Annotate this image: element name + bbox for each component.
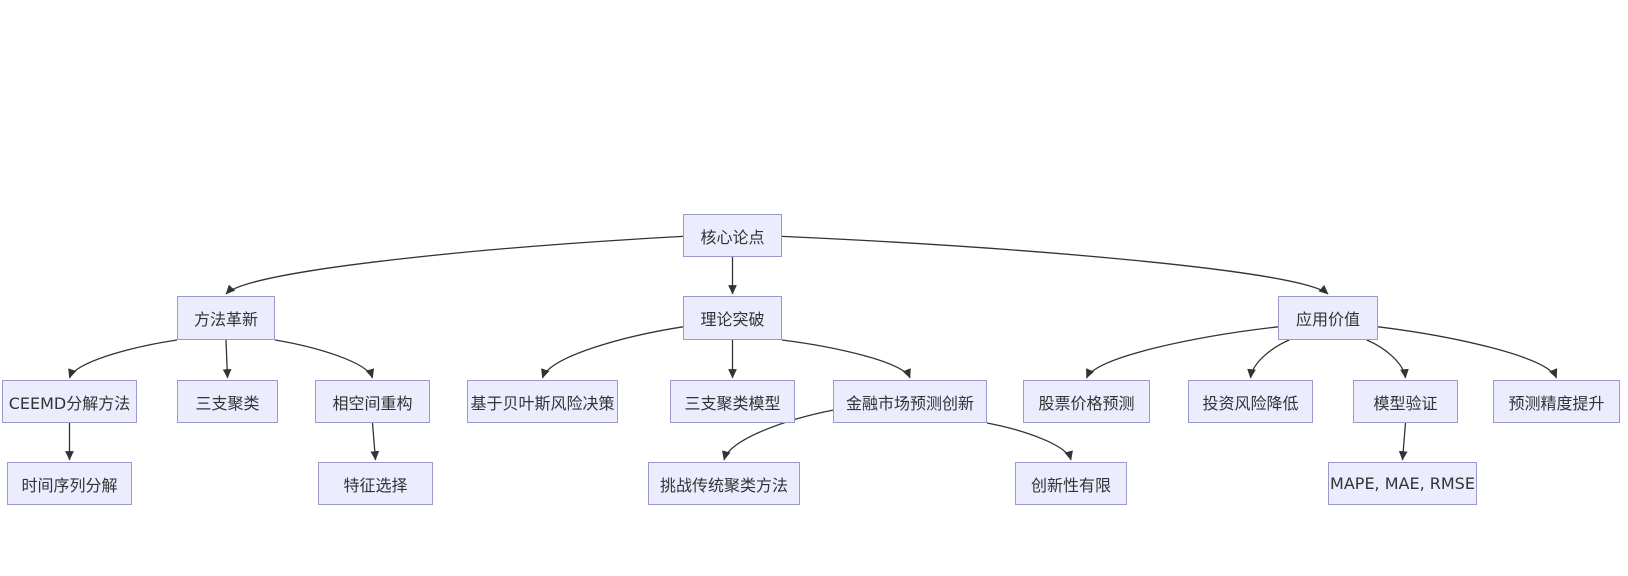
edge-validate-metrics: [1398, 422, 1408, 461]
node-label: 应用价值: [1295, 310, 1360, 329]
node-label: 时间序列分解: [21, 475, 118, 495]
node-ceemd: CEEMD分解方法: [2, 380, 137, 423]
node-method: 方法革新: [177, 296, 275, 340]
node-label: 预测精度提升: [1508, 393, 1605, 413]
node-accuracy: 预测精度提升: [1493, 380, 1620, 423]
node-risk: 投资风险降低: [1188, 380, 1313, 423]
node-validate: 模型验证: [1353, 380, 1458, 423]
node-label: 股票价格预测: [1038, 393, 1135, 413]
edge-fininnov-challenge: [722, 409, 834, 461]
edge-theory-bayes: [541, 326, 684, 379]
node-threeway: 三支聚类: [177, 380, 278, 423]
node-label: 模型验证: [1373, 393, 1438, 413]
node-label: 方法革新: [193, 310, 258, 329]
node-limited: 创新性有限: [1015, 462, 1127, 505]
edge-core-method: [225, 235, 684, 295]
edge-method-threeway: [222, 339, 232, 379]
edge-method-ceemd: [68, 339, 178, 379]
node-feature: 特征选择: [318, 462, 433, 505]
node-label: 金融市场预测创新: [845, 393, 974, 413]
edge-theory-fininnov: [781, 339, 911, 379]
node-core: 核心论点: [683, 214, 782, 257]
edge-value-accuracy: [1377, 326, 1558, 379]
node-label: 创新性有限: [1030, 475, 1111, 495]
node-label: 核心论点: [700, 227, 765, 247]
edge-core-value: [781, 235, 1329, 295]
node-bayes: 基于贝叶斯风险决策: [467, 380, 618, 423]
node-fininnov: 金融市场预测创新: [833, 380, 987, 423]
edge-value-validate: [1366, 339, 1409, 379]
edge-group: [65, 235, 1558, 461]
node-label: 三支聚类: [195, 393, 260, 413]
edge-value-risk: [1247, 339, 1290, 379]
node-stock: 股票价格预测: [1023, 380, 1150, 423]
node-label: 基于贝叶斯风险决策: [470, 393, 615, 413]
edge-fininnov-limited: [986, 422, 1073, 461]
node-label: 特征选择: [343, 475, 408, 495]
node-label: 相空间重构: [332, 393, 413, 413]
node-label: MAPE, MAE, RMSE: [1330, 474, 1475, 493]
edge-method-phase: [274, 339, 375, 379]
node-label: 三支聚类模型: [684, 393, 781, 413]
node-tsdecomp: 时间序列分解: [7, 462, 132, 505]
node-phase: 相空间重构: [315, 380, 430, 423]
node-twcmodel: 三支聚类模型: [670, 380, 795, 423]
node-label: 挑战传统聚类方法: [659, 475, 788, 495]
node-label: 投资风险降低: [1202, 393, 1299, 413]
node-challenge: 挑战传统聚类方法: [648, 462, 800, 505]
edge-phase-feature: [370, 422, 380, 461]
node-value: 应用价值: [1278, 296, 1378, 340]
node-label: CEEMD分解方法: [8, 393, 131, 413]
node-label: 理论突破: [700, 310, 765, 329]
node-metrics: MAPE, MAE, RMSE: [1328, 462, 1477, 505]
edge-value-stock: [1085, 326, 1279, 379]
node-theory: 理论突破: [683, 296, 782, 340]
